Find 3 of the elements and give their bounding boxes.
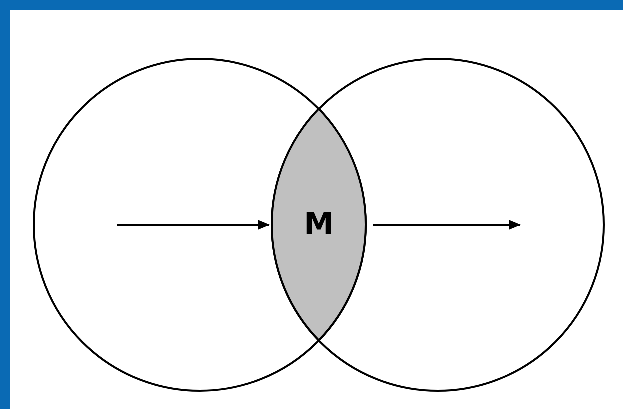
region-label: M: [304, 207, 334, 242]
arrow: [117, 220, 270, 230]
arrow: [373, 220, 521, 230]
